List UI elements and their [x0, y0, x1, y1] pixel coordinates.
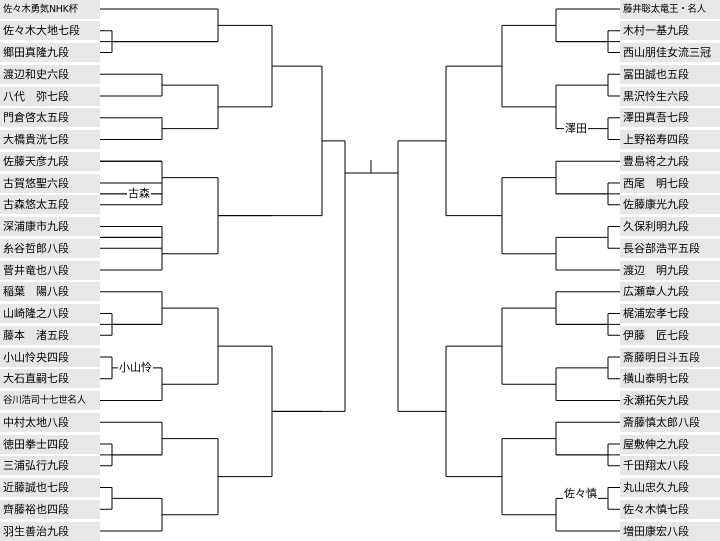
right-player-13: 渡辺 明九段	[620, 260, 720, 280]
left-player-22: 三浦弘行九段	[0, 456, 100, 476]
left-player-24: 齊藤裕也四段	[0, 499, 100, 519]
right-player-4: 冨田誠也五段	[620, 64, 720, 84]
winner-label-sawada: 澤田	[564, 122, 588, 135]
right-player-10: 佐藤康光九段	[620, 195, 720, 215]
left-player-16: 藤本 渚五段	[0, 325, 100, 345]
left-player-18: 大石直嗣七段	[0, 369, 100, 389]
left-player-23: 近藤誠也七段	[0, 478, 100, 497]
right-player-25: 増田康宏八段	[620, 521, 720, 541]
right-player-24: 佐々木慎七段	[620, 499, 720, 519]
left-player-13: 菅井竜也八段	[0, 260, 100, 280]
left-player-21: 徳田拳士四段	[0, 434, 100, 454]
left-player-25: 羽生善治九段	[0, 521, 100, 541]
right-player-5: 黒沢怜生六段	[620, 86, 720, 106]
right-player-20: 斎藤慎太郎八段	[620, 412, 720, 432]
right-player-7: 上野裕寿四段	[620, 130, 720, 149]
winner-label-sasaki-shin: 佐々慎	[563, 487, 598, 500]
left-player-5: 八代 弥七段	[0, 86, 100, 106]
left-player-2: 佐々木大地七段	[0, 21, 100, 41]
right-player-23: 丸山忠久九段	[620, 478, 720, 497]
right-player-6: 澤田真吾七段	[620, 108, 720, 128]
left-player-4: 渡辺和史六段	[0, 64, 100, 84]
right-player-14: 広瀬章人九段	[620, 282, 720, 302]
right-player-3: 西山朋佳女流三冠	[620, 43, 720, 62]
left-player-15: 山崎隆之八段	[0, 304, 100, 323]
right-player-2: 木村一基九段	[620, 21, 720, 41]
left-player-11: 深浦康市九段	[0, 217, 100, 236]
left-player-9: 古賀悠聖六段	[0, 173, 100, 193]
right-player-8: 豊島将之九段	[620, 151, 720, 171]
left-player-6: 門倉啓太五段	[0, 108, 100, 128]
right-player-18: 横山泰明七段	[620, 369, 720, 389]
left-player-7: 大橋貴洸七段	[0, 130, 100, 149]
right-player-22: 千田翔太八段	[620, 456, 720, 476]
left-player-8: 佐藤天彦九段	[0, 151, 100, 171]
winner-label-komori: 古森	[127, 187, 151, 200]
right-player-15: 梶浦宏孝七段	[620, 304, 720, 323]
right-player-19: 永瀬拓矢九段	[620, 391, 720, 410]
left-player-1: 佐々木勇気NHK杯	[0, 0, 100, 19]
left-player-19: 谷川浩司十七世名人	[0, 391, 100, 410]
left-player-17: 小山怜央四段	[0, 347, 100, 367]
left-player-3: 郷田真隆九段	[0, 43, 100, 62]
right-player-21: 屋敷伸之九段	[620, 434, 720, 454]
left-player-20: 中村太地八段	[0, 412, 100, 432]
winner-label-koyama: 小山怜	[118, 361, 153, 374]
right-player-9: 西尾 明七段	[620, 173, 720, 193]
left-player-14: 稲葉 陽八段	[0, 282, 100, 302]
left-player-12: 糸谷哲郎八段	[0, 238, 100, 258]
left-player-10: 古森悠太五段	[0, 195, 100, 215]
right-player-17: 斎藤明日斗五段	[620, 347, 720, 367]
right-player-11: 久保利明九段	[620, 217, 720, 236]
right-player-16: 伊藤 匠七段	[620, 325, 720, 345]
right-player-1: 藤井聡太竜王・名人	[620, 0, 720, 19]
right-player-12: 長谷部浩平五段	[620, 238, 720, 258]
